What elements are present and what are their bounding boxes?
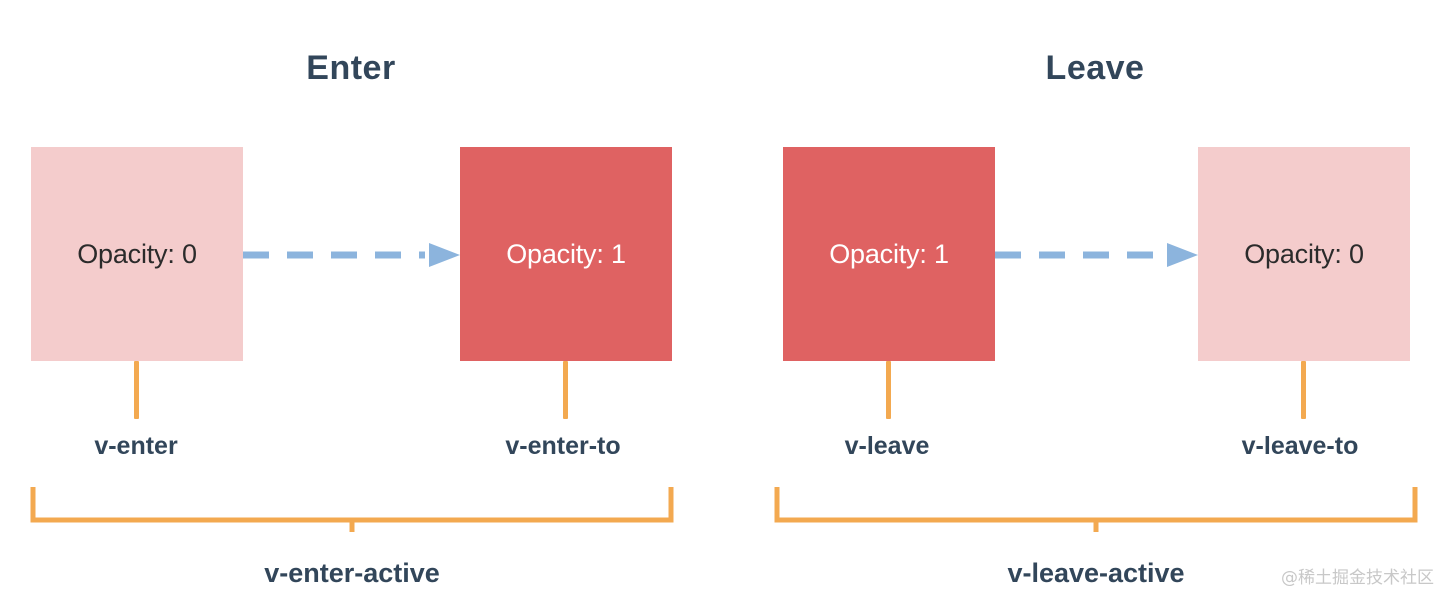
connector-stem-v-leave [886, 361, 891, 419]
state-box-v-enter-to: Opacity: 1 [460, 147, 672, 361]
connector-stem-v-leave-to [1301, 361, 1306, 419]
connector-stem-v-enter [134, 361, 139, 419]
state-box-label: Opacity: 0 [77, 238, 197, 269]
bracket-icon-v-leave-active [772, 487, 1420, 532]
state-box-label: Opacity: 1 [506, 238, 626, 269]
watermark-text: @稀土掘金技术社区 [1281, 568, 1434, 588]
state-box-v-leave-to: Opacity: 0 [1198, 147, 1410, 361]
state-box-v-leave: Opacity: 1 [783, 147, 995, 361]
section-title-leave: Leave [1045, 49, 1145, 87]
dashed-arrow-right-icon [995, 243, 1198, 267]
state-box-label: Opacity: 1 [829, 238, 949, 269]
state-box-v-enter: Opacity: 0 [31, 147, 243, 361]
class-label-v-enter-to: v-enter-to [505, 432, 621, 460]
bracket-icon-v-enter-active [28, 487, 676, 532]
class-label-v-enter-active: v-enter-active [264, 558, 440, 588]
connector-stem-v-enter-to [563, 361, 568, 419]
class-label-v-leave: v-leave [844, 432, 930, 460]
state-box-label: Opacity: 0 [1244, 238, 1364, 269]
section-title-enter: Enter [306, 49, 396, 87]
class-label-v-leave-active: v-leave-active [1007, 558, 1185, 588]
class-label-v-leave-to: v-leave-to [1241, 432, 1359, 460]
dashed-arrow-right-icon [243, 243, 460, 267]
class-label-v-enter: v-enter [94, 432, 178, 460]
